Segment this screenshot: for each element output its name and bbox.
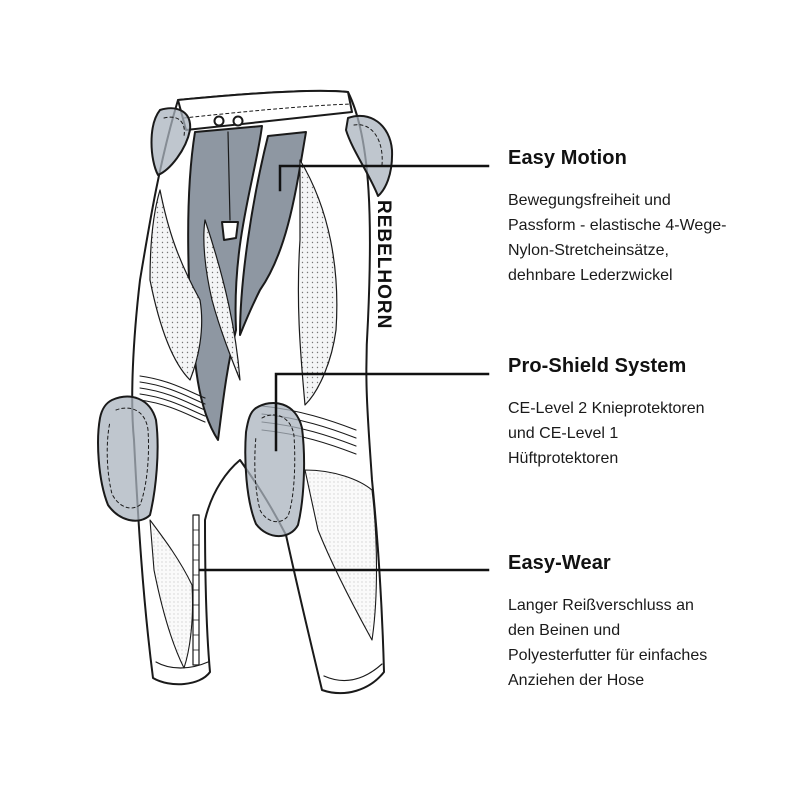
stretch-panel-right bbox=[239, 131, 307, 336]
feature-text-line: den Beinen und bbox=[508, 622, 621, 639]
feature-text-line: Nylon-Stretcheinsätze, bbox=[508, 242, 669, 259]
feature-easy-motion: Easy Motion Bewegungsfreiheit und Passfo… bbox=[508, 146, 793, 288]
stretch-panel-center bbox=[187, 125, 263, 441]
hip-protector-right bbox=[345, 114, 394, 197]
feature-text-line: Passform - elastische 4-Wege- bbox=[508, 217, 727, 234]
feature-text-line: und CE-Level 1 bbox=[508, 425, 619, 442]
knee-ribbing-left bbox=[139, 375, 206, 423]
feature-text-line: Anziehen der Hose bbox=[508, 672, 645, 689]
hip-protector-left bbox=[150, 107, 192, 176]
feature-title: Easy-Wear bbox=[508, 552, 611, 574]
callout-line-pro-shield bbox=[274, 372, 490, 452]
knee-protector-left bbox=[97, 395, 159, 522]
waist-snap-right bbox=[232, 115, 244, 127]
feature-text-line: Hüftprotektoren bbox=[508, 450, 619, 467]
callout-line-easy-motion bbox=[278, 164, 490, 192]
feature-text-line: Polyesterfutter für einfaches bbox=[508, 647, 708, 664]
knee-protector-right bbox=[244, 401, 306, 538]
fly-zipper-pull bbox=[221, 221, 239, 241]
feature-title: Easy Motion bbox=[508, 147, 627, 169]
brand-text: REBELHORN bbox=[373, 200, 394, 329]
feature-pro-shield-system: Pro-Shield System CE-Level 2 Knieprotekt… bbox=[508, 354, 793, 471]
feature-easy-wear: Easy-Wear Langer Reißverschluss an den B… bbox=[508, 551, 793, 693]
perforated-insert-left-shin bbox=[149, 519, 194, 669]
feature-text-line: CE-Level 2 Knieprotektoren bbox=[508, 400, 705, 417]
perforated-insert-center bbox=[203, 219, 241, 381]
feature-text-line: dehnbare Lederzwickel bbox=[508, 267, 673, 284]
perforated-insert-left-hip bbox=[149, 189, 203, 381]
feature-title: Pro-Shield System bbox=[508, 355, 687, 377]
feature-text-line: Langer Reißverschluss an bbox=[508, 597, 694, 614]
feature-text-line: Bewegungsfreiheit und bbox=[508, 192, 671, 209]
waist-snap-left bbox=[213, 115, 225, 127]
